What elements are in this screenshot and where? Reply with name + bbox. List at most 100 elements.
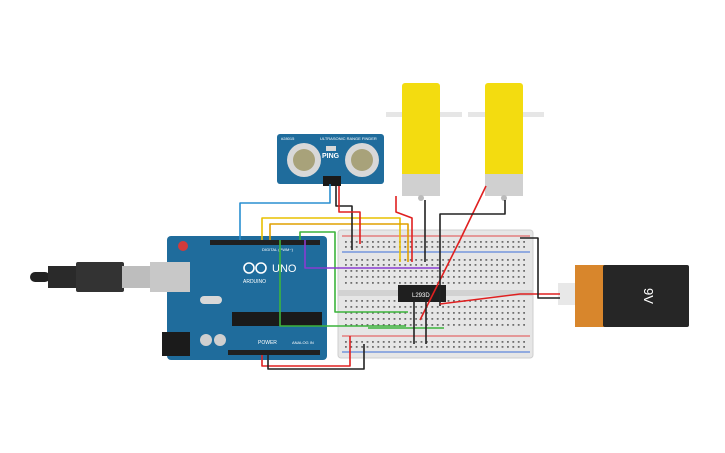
ultrasonic-sensor[interactable]: ULTRASONIC RANGE FINDER #28015 PING	[277, 134, 384, 186]
breadboard-hole	[361, 341, 363, 343]
l293d-chip[interactable]: L293D	[398, 285, 446, 302]
breadboard-hole	[463, 259, 466, 261]
breadboard-hole	[361, 264, 363, 266]
breadboard-hole	[490, 241, 493, 243]
breadboard-hole	[436, 318, 439, 320]
wire-orange-signal[interactable]	[269, 223, 409, 262]
breadboard-hole	[345, 246, 347, 248]
breadboard-hole	[366, 341, 369, 343]
breadboard-hole	[372, 318, 374, 320]
breadboard-hole	[485, 270, 488, 272]
wire-blue-signal[interactable]	[239, 184, 331, 240]
breadboard-hole	[523, 300, 525, 302]
breadboard-hole	[404, 324, 407, 326]
breadboard-hole	[350, 270, 353, 272]
breadboard-hole	[393, 346, 396, 348]
breadboard-hole	[442, 341, 444, 343]
breadboard-hole	[442, 346, 444, 348]
wire-motor-right-a[interactable]	[419, 185, 487, 321]
breadboard-hole	[366, 300, 369, 302]
breadboard-hole	[366, 346, 369, 348]
reset-button[interactable]	[178, 241, 188, 251]
breadboard-hole	[496, 341, 498, 343]
arduino-board[interactable]: ARDUINO UNO DIGITAL (PWM~) POWER ANALOG …	[150, 236, 327, 360]
breadboard-hole	[355, 259, 358, 261]
breadboard-hole	[512, 264, 515, 266]
breadboard-hole	[480, 306, 482, 308]
dc-motor-right[interactable]	[468, 83, 544, 201]
wire-sensor-vcc[interactable]	[335, 186, 353, 250]
breadboard-hole	[463, 246, 466, 248]
breadboard-hole	[469, 246, 471, 248]
battery-9v[interactable]: 9V	[558, 265, 689, 327]
breadboard-hole	[512, 276, 515, 278]
motor-right-gearbox	[485, 83, 523, 179]
wire-sensor-gnd[interactable]	[338, 186, 361, 244]
breadboard-hole	[409, 259, 412, 261]
usb-connector	[122, 266, 152, 288]
breadboard-hole	[420, 312, 423, 314]
breadboard-hole	[431, 341, 434, 343]
breadboard-hole	[501, 318, 504, 320]
breadboard-hole	[474, 306, 477, 308]
breadboard-hole	[523, 246, 525, 248]
breadboard-hole	[350, 306, 353, 308]
breadboard-hole	[361, 276, 363, 278]
breadboard-hole	[388, 276, 390, 278]
dc-motor-left[interactable]	[386, 83, 462, 201]
breadboard-hole	[474, 241, 477, 243]
breadboard-hole	[382, 276, 385, 278]
breadboard-hole	[361, 241, 363, 243]
breadboard-hole	[507, 346, 509, 348]
breadboard-hole	[388, 270, 390, 272]
breadboard-hole	[496, 300, 498, 302]
wire-green-signal-1[interactable]	[279, 240, 406, 327]
breadboard-hole	[480, 241, 482, 243]
breadboard-hole	[463, 264, 466, 266]
breadboard-hole	[523, 306, 525, 308]
wire-green-signal-2[interactable]	[299, 231, 408, 313]
wire-purple-signal[interactable]	[304, 240, 440, 269]
breadboard-hole	[458, 341, 461, 343]
breadboard-hole	[496, 346, 498, 348]
breadboard-hole	[490, 318, 493, 320]
breadboard-hole	[388, 282, 390, 284]
breadboard-hole	[442, 306, 444, 308]
breadboard-hole	[382, 282, 385, 284]
breadboard-hole	[361, 324, 363, 326]
breadboard-hole	[350, 264, 353, 266]
breadboard-hole	[399, 276, 401, 278]
wire-yellow-signal[interactable]	[261, 217, 401, 262]
breadboard-hole	[490, 246, 493, 248]
breadboard-hole	[415, 306, 417, 308]
breadboard-hole	[345, 318, 347, 320]
breadboard-hole	[415, 324, 417, 326]
breadboard-hole	[501, 341, 504, 343]
breadboard-hole	[382, 306, 385, 308]
breadboard-hole	[501, 276, 504, 278]
breadboard-hole	[426, 264, 428, 266]
wire-power-black[interactable]	[267, 344, 365, 370]
breadboard-hole	[512, 341, 515, 343]
breadboard-hole	[366, 306, 369, 308]
breadboard-hole	[463, 241, 466, 243]
wire-battery-positive[interactable]	[439, 293, 560, 305]
breadboard-hole	[355, 346, 358, 348]
breadboard-hole	[474, 312, 477, 314]
breadboard-hole	[372, 264, 374, 266]
breadboard-hole	[501, 282, 504, 284]
breadboard-hole	[409, 318, 412, 320]
wire-power-red[interactable]	[261, 336, 351, 367]
breadboard-hole	[409, 341, 412, 343]
breadboard-hole	[372, 270, 374, 272]
usb-cable	[30, 262, 152, 292]
breadboard-hole	[512, 300, 515, 302]
breadboard-hole	[442, 246, 444, 248]
breadboard-hole	[474, 264, 477, 266]
breadboard-hole	[490, 264, 493, 266]
breadboard-hole	[447, 306, 450, 308]
wire-battery-negative[interactable]	[520, 237, 560, 299]
wire-motor-left-a[interactable]	[395, 196, 413, 262]
wire-motor-right-b[interactable]	[439, 200, 506, 306]
motor-right-terminal	[501, 195, 507, 201]
